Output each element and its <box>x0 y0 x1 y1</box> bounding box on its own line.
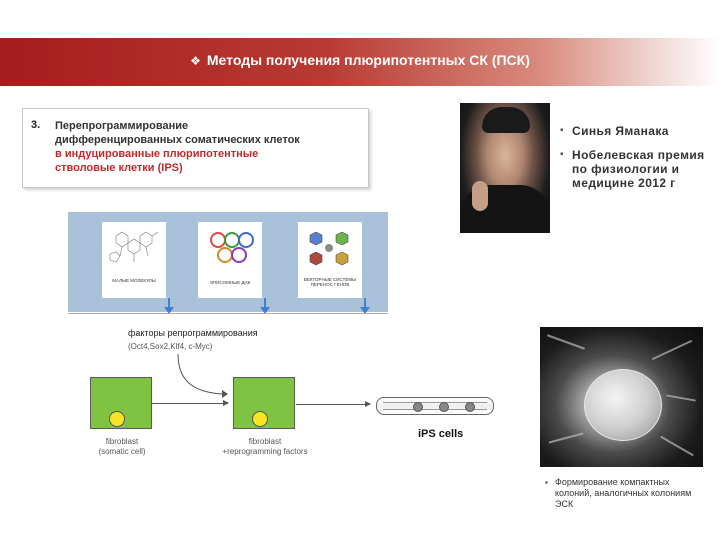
panel-small-molecules: малые молекулы <box>102 222 166 298</box>
nucleus-icon <box>109 411 125 427</box>
dish-rim-top <box>383 402 487 403</box>
viral-vectors-icon <box>309 231 349 266</box>
compact-colony <box>584 369 662 441</box>
panel-label-small-molecules: малые молекулы <box>112 278 156 283</box>
method-line-4: стволовые клетки (IPS) <box>55 162 183 174</box>
panel-episomal-dna: эписомные ДНК <box>198 222 262 298</box>
cell-streak <box>666 394 696 402</box>
nucleus-icon <box>252 411 268 427</box>
photo-hair <box>482 107 530 133</box>
diamond-bullet-icon: ❖ <box>190 54 201 68</box>
reprogrammed-label-line-2: +reprogramming factors <box>222 447 308 456</box>
colony-note: Формирование компактных колоний, аналоги… <box>545 477 705 510</box>
molecule-structure-icon <box>109 231 159 263</box>
portrait-photo <box>460 103 550 233</box>
ips-cells-label: iPS cells <box>418 428 464 440</box>
fibroblast-label-line-1: fibroblast <box>105 437 139 446</box>
cell-streak <box>548 432 584 444</box>
fibroblast-label: fibroblast (somatic cell) <box>82 437 162 457</box>
reprogrammed-fibroblast-cell <box>233 377 295 429</box>
method-box: 3. Перепрограммирование дифференцированн… <box>22 108 369 188</box>
dish-rim-bottom <box>383 409 487 410</box>
cell-streak <box>660 435 694 457</box>
cell-streak <box>651 339 693 361</box>
info-bullets: Синья Яманака Нобелевская премия по физи… <box>560 124 710 200</box>
factors-label: факторы репрограммирования <box>128 328 258 338</box>
curved-arrow-icon <box>177 353 228 398</box>
slide-title: ❖ Методы получения плюрипотентных СК (ПСК… <box>0 52 720 68</box>
factors-names: (Oct4,Sox2,Klf4, c-Myc) <box>128 342 213 351</box>
colony-icon <box>465 402 475 412</box>
bullet-prize: Нобелевская премия по физиологии и медиц… <box>560 148 710 190</box>
reprogrammed-label-line-1: fibroblast <box>248 437 282 446</box>
fibroblast-label-line-2: (somatic cell) <box>98 447 146 456</box>
slide-title-text: Методы получения плюрипотентных СК (ПСК) <box>206 52 530 68</box>
panel-label-episomal-dna: эписомные ДНК <box>209 280 251 285</box>
cell-streak <box>546 334 586 350</box>
arrow-right-2 <box>296 401 371 407</box>
colony-note-text: Формирование компактных колоний, аналоги… <box>545 477 705 510</box>
bullet-name: Синья Яманака <box>560 124 710 138</box>
method-line-2: дифференцированных соматических клеток <box>55 134 300 146</box>
colony-icon <box>439 402 449 412</box>
arrow-down-1 <box>164 298 174 314</box>
arrow-down-3 <box>360 298 370 314</box>
arrow-right-1 <box>152 400 229 406</box>
method-line-1: Перепрограммирование <box>55 120 189 132</box>
reprogrammed-fibroblast-label: fibroblast +reprogramming factors <box>206 437 324 457</box>
colony-microscopy-image <box>540 327 703 467</box>
fibroblast-cell <box>90 377 152 429</box>
culture-dish <box>376 397 494 415</box>
plasmid-rings-icon <box>210 232 254 263</box>
panel-label-vector-systems: векторные системы перенос генов <box>303 277 357 287</box>
frame-baseline <box>68 313 388 314</box>
method-line-3: в индуцированные плюрипотентные <box>55 148 259 160</box>
methods-diagram-frame: малые молекулы эписомные ДНК векторные с… <box>68 212 388 314</box>
method-number: 3. <box>31 119 41 131</box>
colony-icon <box>413 402 423 412</box>
arrow-down-2 <box>260 298 270 314</box>
panel-vector-systems: векторные системы перенос генов <box>298 222 362 298</box>
photo-hand <box>472 181 488 211</box>
method-description: Перепрограммирование дифференцированных … <box>55 119 360 175</box>
title-banner: ❖ Методы получения плюрипотентных СК (ПСК… <box>0 38 720 86</box>
